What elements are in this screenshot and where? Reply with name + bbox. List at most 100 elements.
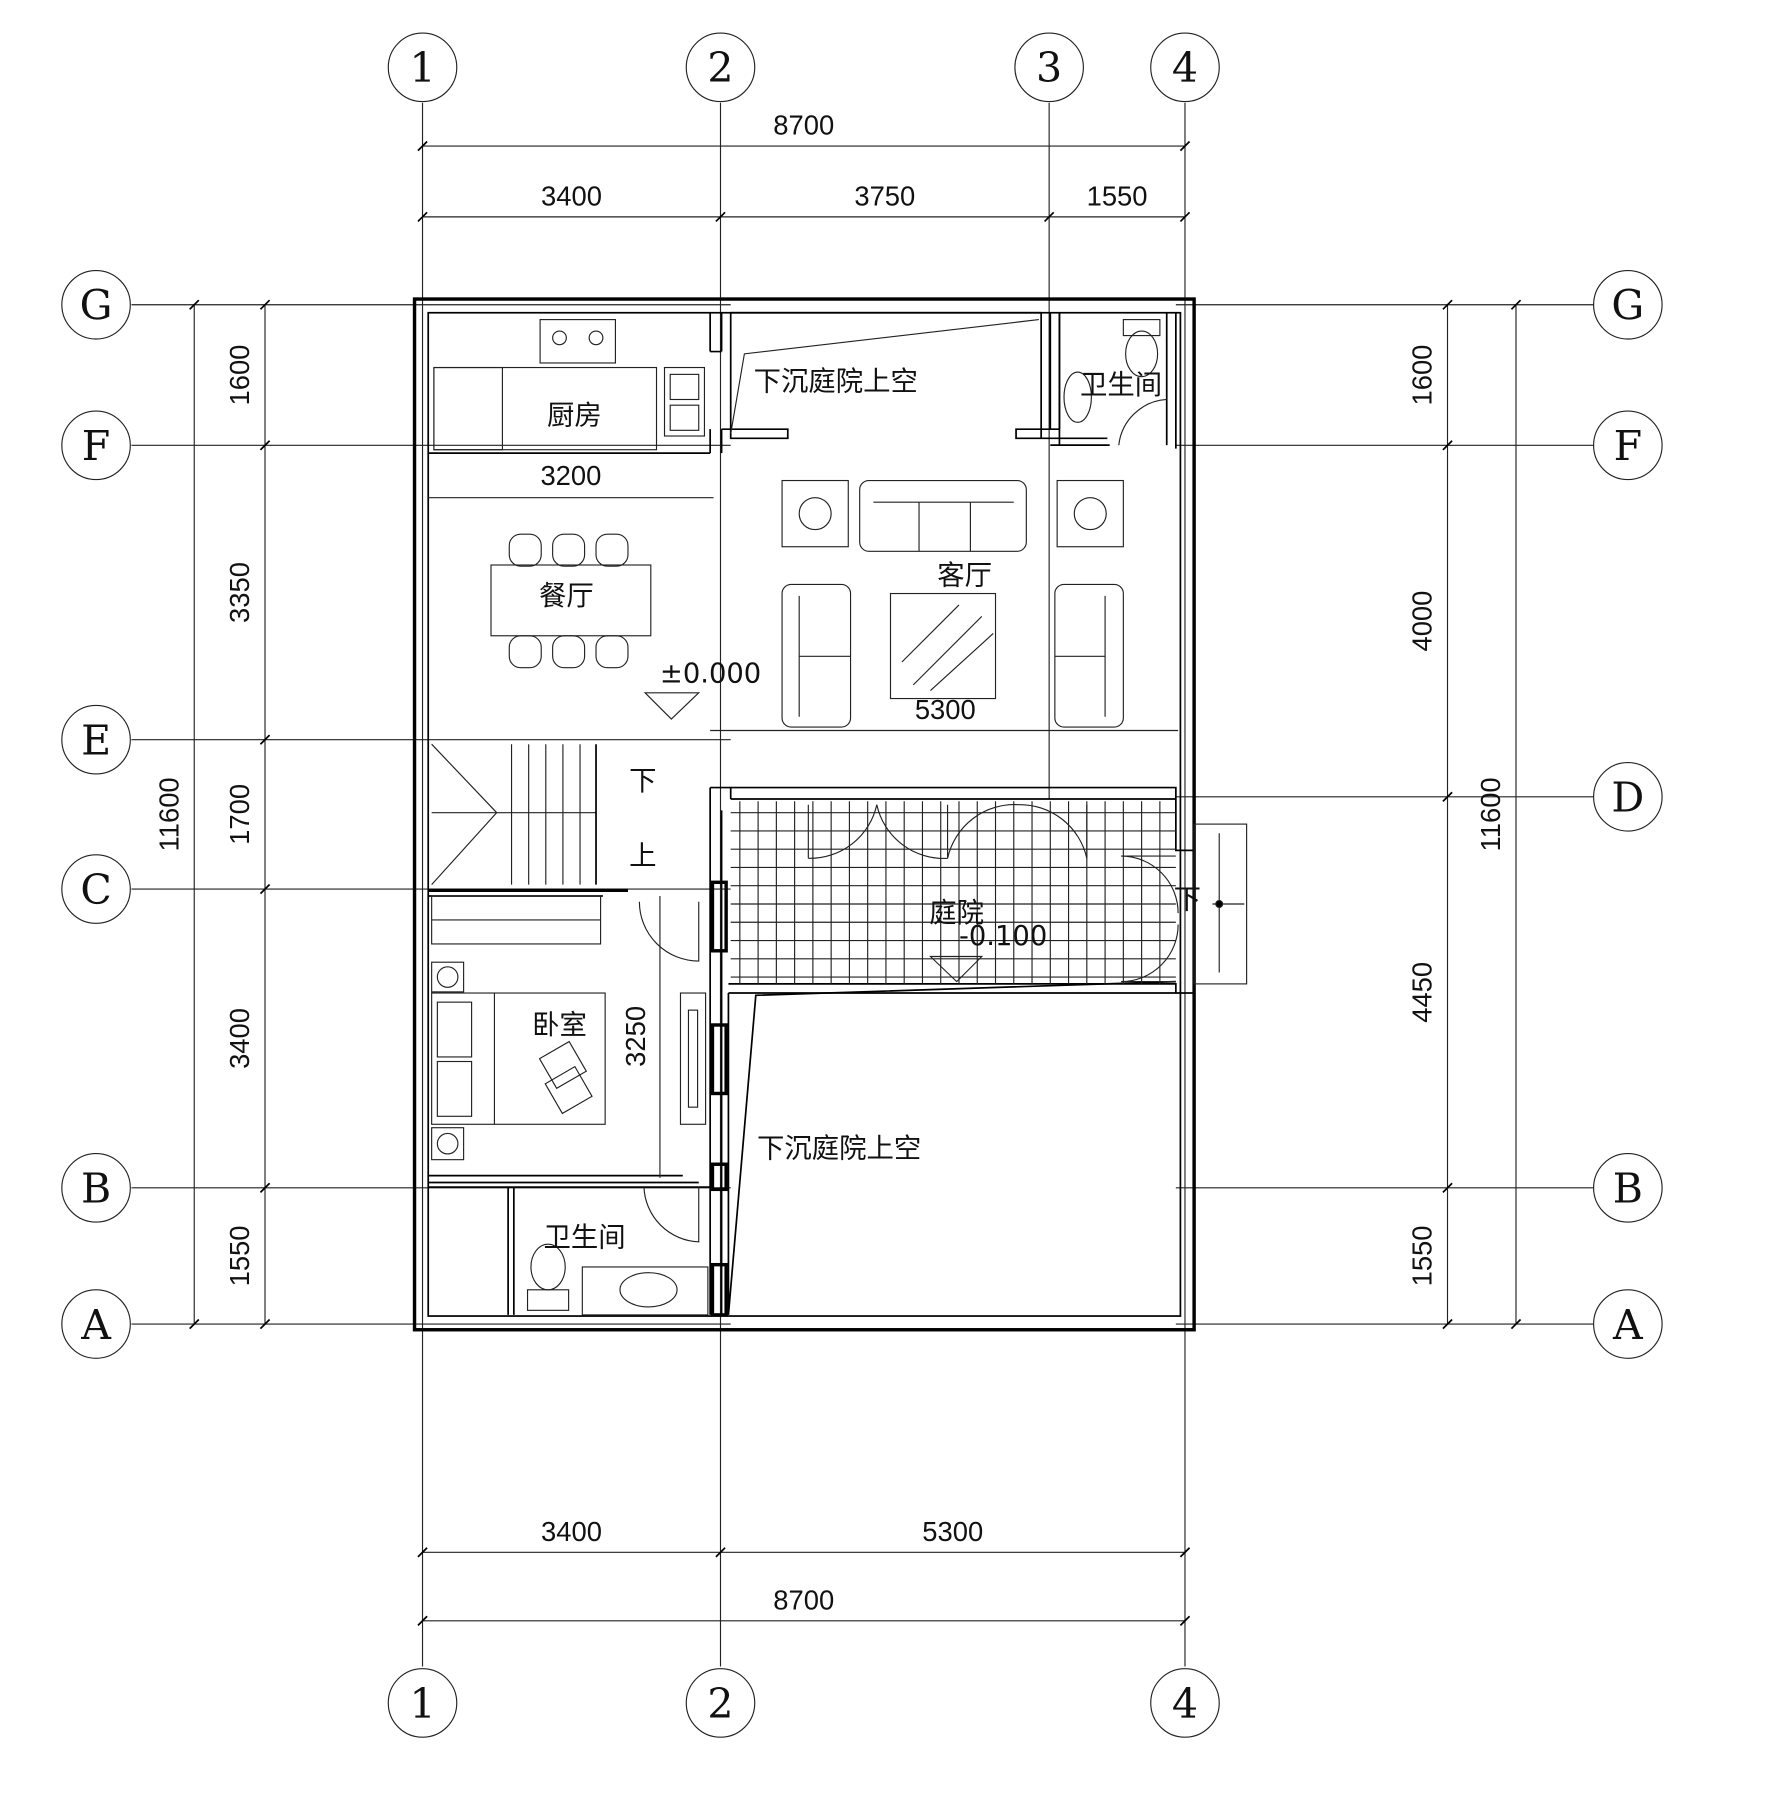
dim-right_chain-3: 1550 (1407, 1225, 1438, 1286)
dim-tick (715, 1547, 726, 1558)
furniture (431, 319, 1161, 1316)
dim-bottom_chain-0: 3400 (541, 1516, 602, 1547)
label-void-top: 下沉庭院上空 (754, 366, 918, 397)
axis-label-2: 2 (707, 44, 733, 92)
dim-tick (259, 299, 271, 310)
dim-tick (417, 211, 428, 223)
label-living: 客厅 (937, 560, 992, 591)
dim-tick (1043, 211, 1055, 223)
dim-tick (1179, 1615, 1191, 1626)
room-labels: 厨房 下沉庭院上空 卫生间 客厅 餐厅 下 上 庭院 卧室 下沉庭院上空 卫生间… (428, 366, 1201, 1253)
axis-bubble-4 (1150, 32, 1220, 103)
axis-bubble-2 (685, 32, 756, 103)
axis-label-left-F: F (82, 422, 111, 470)
dim-top_chain-0: 3400 (541, 180, 602, 211)
label-bedroom: 卧室 (532, 1010, 587, 1041)
axis-bubble-3 (1014, 32, 1084, 103)
axis-bubble-left-F (61, 410, 131, 481)
stair-winder (431, 743, 498, 885)
axis-label-right-A: A (1612, 1301, 1644, 1349)
dim-tick (1510, 1318, 1522, 1330)
dimension-lines: 8700 3400 3750 1550 3400 5300 8700 11600 1600 335… (153, 110, 1522, 1626)
dim-tick (715, 211, 726, 223)
dim-left_chain-1: 3350 (224, 562, 255, 623)
dim-tick (1442, 1182, 1453, 1194)
axis-bubble-right-A (1593, 1289, 1663, 1359)
dim-tick (189, 1318, 200, 1330)
dim-bedroom-depth: 3250 (620, 1006, 651, 1067)
dim-right_chain-0: 1600 (1407, 345, 1438, 406)
dim-right_chain-2: 4450 (1407, 962, 1438, 1023)
label-courtyard: 庭院 (929, 898, 984, 929)
axis-bubble-left-B (61, 1153, 131, 1223)
dim-dining-width: 3200 (540, 460, 601, 491)
dim-top_chain-2: 1550 (1087, 180, 1148, 211)
dim-left_chain-2: 1700 (224, 784, 255, 845)
elevation-courtyard: -0.100 (959, 921, 1047, 952)
dim-tick (1442, 791, 1453, 802)
dim-tick (1510, 299, 1522, 310)
axis-label-bottom-4: 4 (1172, 1680, 1198, 1728)
dim-tick (259, 883, 271, 895)
axis-label-1: 1 (409, 44, 435, 92)
dim-bottom_chain-1: 5300 (922, 1516, 983, 1547)
axis-bubble-bottom-2 (685, 1668, 756, 1738)
axis-bubble-bottom-4 (1150, 1668, 1220, 1738)
dim-tick (259, 1318, 271, 1330)
dining-chair (595, 635, 629, 669)
dim-bottom_total-0: 8700 (773, 1584, 834, 1615)
label-stair-up: 上 (629, 841, 656, 872)
dim-tick (1179, 1547, 1191, 1558)
axis-label-left-E: E (81, 717, 111, 765)
label-stair-down: 下 (629, 766, 656, 797)
axis-bubble-right-B (1593, 1153, 1663, 1223)
dining-chair (552, 533, 586, 567)
axis-bubble-bottom-1 (387, 1668, 458, 1738)
courtyard-tiles (730, 801, 1176, 984)
axis-label-bottom-2: 2 (707, 1680, 733, 1728)
axis-label-right-B: B (1613, 1165, 1643, 1213)
dim-top_total-0: 8700 (773, 110, 834, 141)
axis-label-4: 4 (1172, 44, 1198, 92)
label-step-down: 下 (1174, 885, 1201, 916)
dim-tick (417, 140, 428, 152)
dim-living-width: 5300 (915, 694, 976, 725)
dim-tick (1179, 211, 1191, 223)
axis-bubble-1 (387, 32, 458, 103)
axis-bubble-left-E (61, 704, 131, 775)
dim-tick (1179, 140, 1191, 152)
label-bath-top: 卫生间 (1080, 370, 1162, 401)
axis-label-left-B: B (81, 1165, 111, 1213)
axis-bubble-right-F (1593, 410, 1663, 481)
doors (638, 398, 1248, 1243)
axis-bubble-right-D (1593, 762, 1663, 832)
axis-label-bottom-1: 1 (409, 1680, 435, 1728)
dim-tick (259, 440, 271, 451)
dim-tick (417, 1547, 428, 1558)
axis-label-left-G: G (80, 282, 113, 330)
axis-label-right-G: G (1611, 282, 1644, 330)
label-kitchen: 厨房 (547, 401, 602, 432)
dim-tick (189, 299, 200, 310)
axis-label-left-C: C (80, 866, 111, 914)
elevation-main: ±0.000 (660, 659, 761, 690)
dining-chair (508, 533, 542, 567)
dim-left_chain-3: 3400 (224, 1008, 255, 1069)
dim-right_total-0: 11600 (1475, 777, 1506, 851)
axis-label-right-D: D (1611, 774, 1644, 822)
dim-right_chain-1: 4000 (1407, 591, 1438, 652)
dim-top_chain-1: 3750 (854, 180, 915, 211)
dining-chair (508, 635, 542, 669)
axis-label-left-A: A (80, 1301, 112, 1349)
walls (412, 297, 1196, 1332)
dining-chair (595, 533, 629, 567)
label-void-bottom: 下沉庭院上空 (757, 1133, 921, 1164)
label-dining: 餐厅 (539, 581, 594, 612)
dining-chair (552, 635, 586, 669)
axis-bubble-right-G (1593, 269, 1663, 340)
dim-tick (1442, 440, 1453, 451)
dim-tick (259, 1182, 271, 1194)
label-bath-bottom: 卫生间 (544, 1222, 626, 1253)
